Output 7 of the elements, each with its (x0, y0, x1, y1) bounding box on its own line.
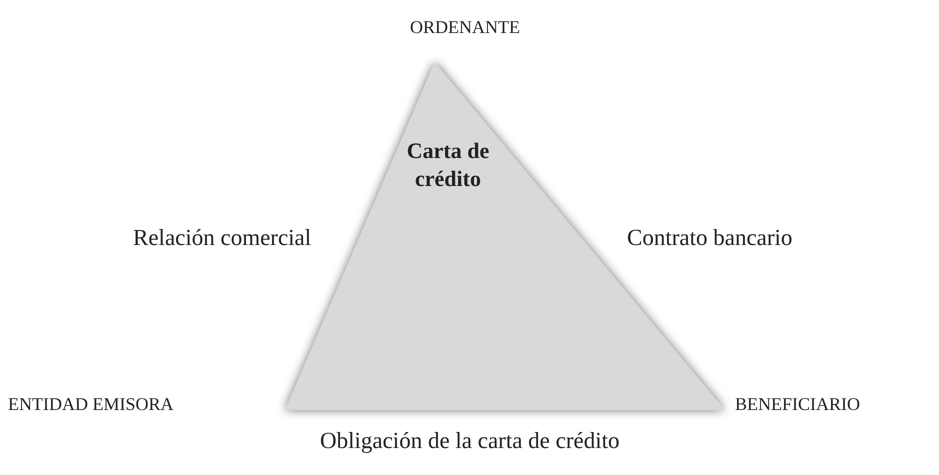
triangle-label: Carta de crédito (406, 137, 490, 192)
vertex-label: BENEFICIARIO (735, 395, 860, 415)
vertex-label: ENTIDAD EMISORA (8, 395, 174, 415)
side-label: Relación comercial (133, 225, 312, 250)
side-label: Contrato bancario (627, 225, 792, 250)
vertex-label: ORDENANTE (410, 18, 520, 38)
side-label: Obligación de la carta de crédito (320, 428, 620, 454)
